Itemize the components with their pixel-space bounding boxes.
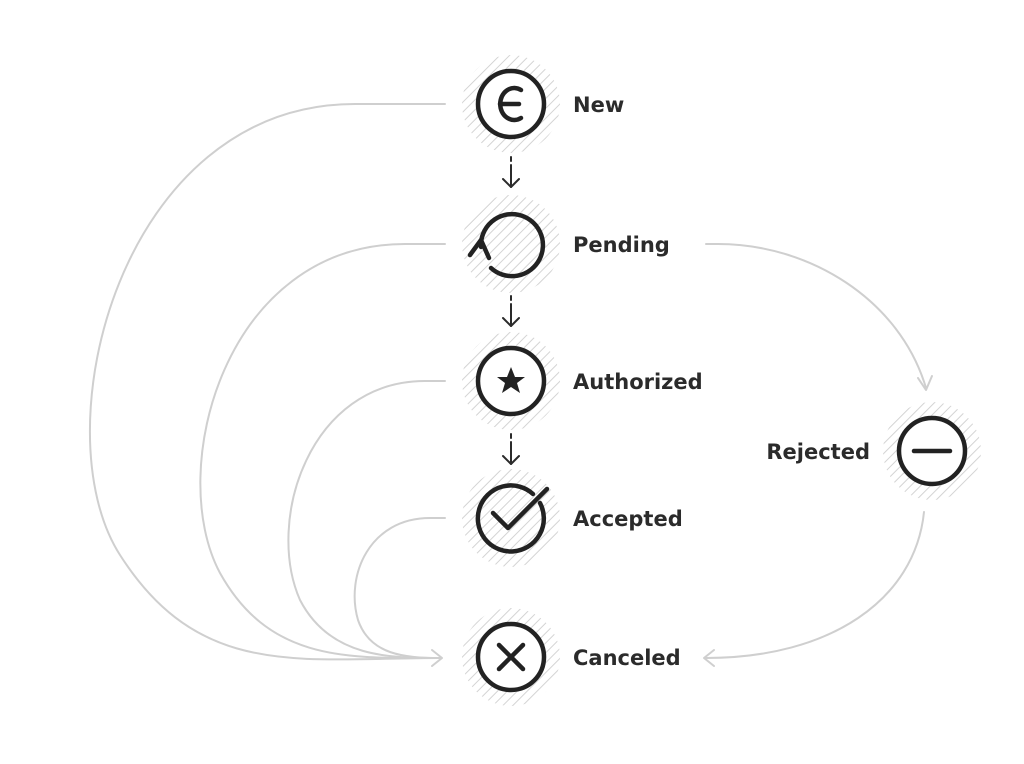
minus-icon [896,415,968,487]
state-canceled: Canceled [462,608,681,706]
arrow-pending-to-authorized [502,295,520,327]
state-authorized: Authorized [462,332,703,430]
connector-rejected-to-canceled [705,511,925,659]
step-arrows [502,156,520,465]
arrow-authorized-to-accepted [502,433,520,465]
state-new: New [462,55,624,153]
state-label-new: New [573,93,624,117]
state-pending: Pending [462,195,670,293]
state-label-authorized: Authorized [573,370,703,394]
connector-new-to-canceled [88,103,446,661]
state-label-canceled: Canceled [573,646,681,670]
checkmark-icon [475,483,550,554]
state-label-pending: Pending [573,233,670,257]
state-rejected: Rejected [766,402,981,500]
star-icon [475,345,547,417]
cancel-connectors [88,103,446,667]
connector-accepted-to-canceled [353,517,446,659]
reject-connectors [703,243,933,667]
state-accepted: Accepted [462,469,683,567]
x-icon [475,621,547,693]
state-label-accepted: Accepted [573,507,683,531]
connector-pending-to-canceled [199,243,446,660]
state-label-rejected: Rejected [766,440,870,464]
euro-icon [475,68,547,140]
arrowhead-into-rejected [917,375,933,391]
refresh-icon [467,211,546,279]
connector-authorized-to-canceled [287,380,446,659]
arrow-new-to-pending [502,156,520,188]
arrowhead-into-canceled [431,649,443,667]
arrowhead-from-rejected [703,649,715,667]
connector-pending-to-rejected [705,243,927,389]
